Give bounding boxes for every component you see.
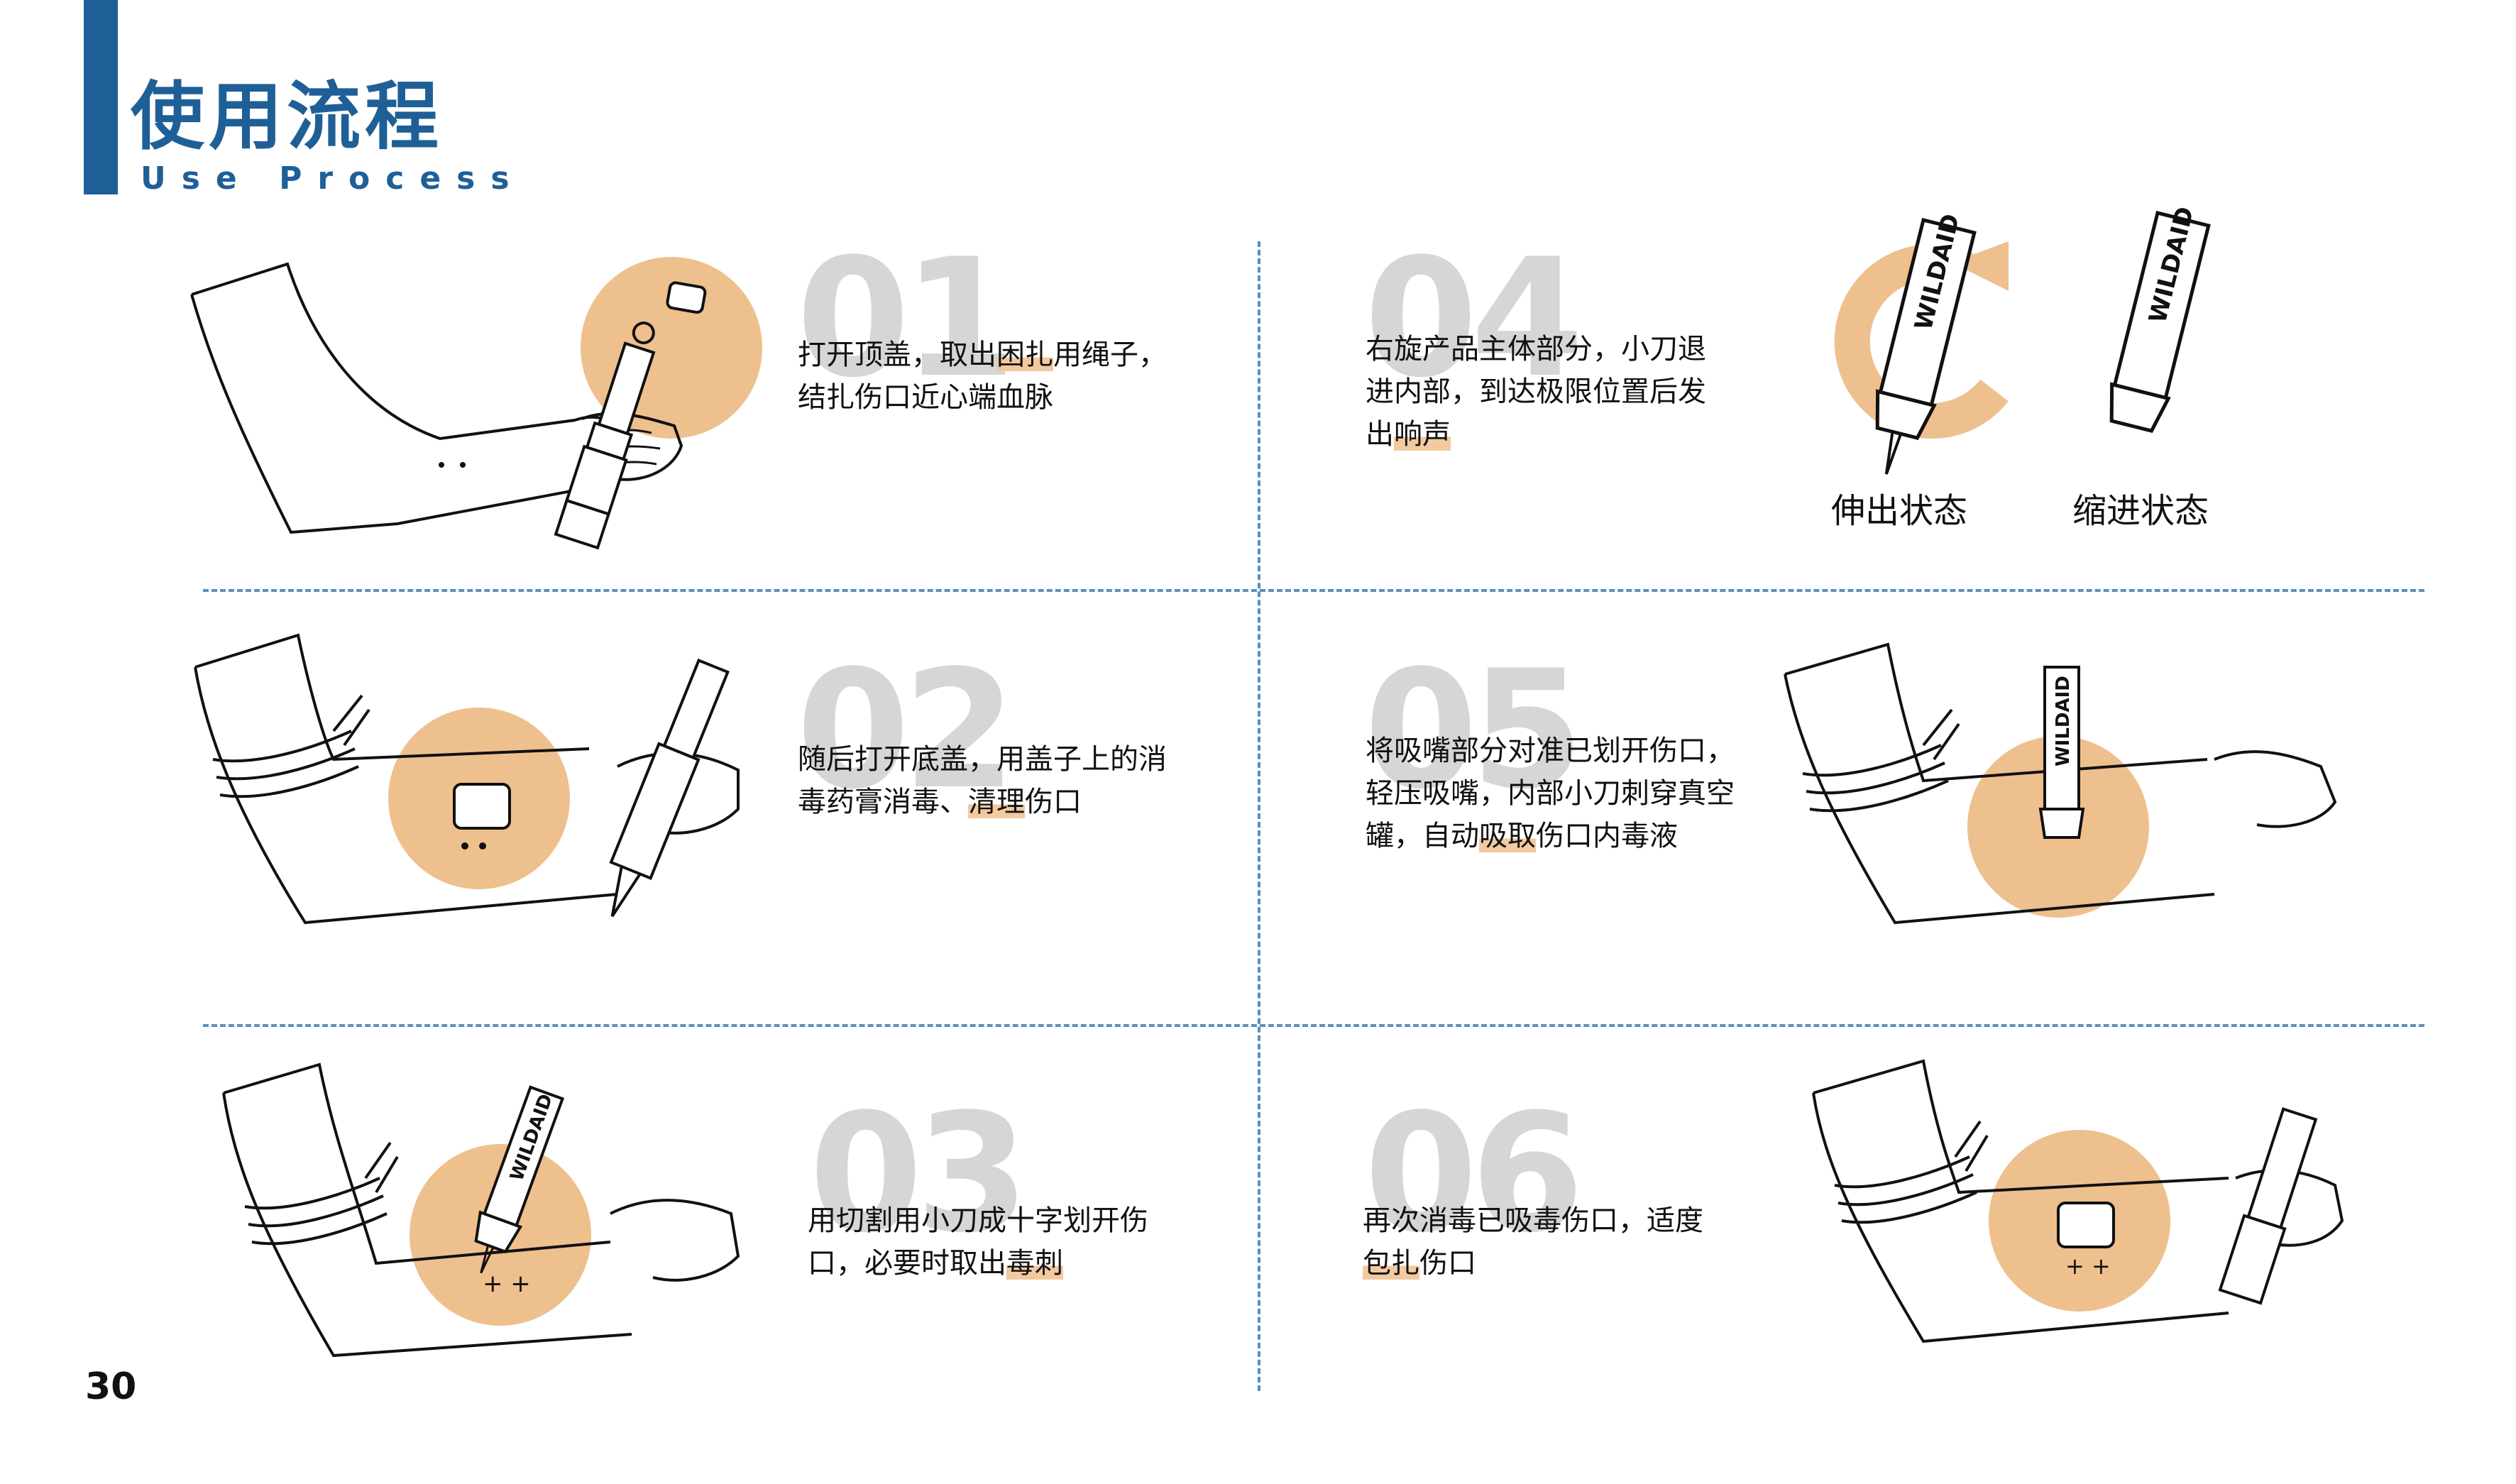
state-label-extended: 伸出状态 bbox=[1831, 491, 1968, 531]
wildaid-device-retracted: WILDAID bbox=[2109, 204, 2211, 433]
step-number-04: 04 bbox=[1364, 224, 1584, 414]
title-accent-bar bbox=[84, 0, 118, 194]
highlighted-keyword: 包扎 bbox=[1363, 1247, 1419, 1280]
highlighted-keyword: 清理 bbox=[968, 786, 1025, 818]
wildaid-device: WILDAID bbox=[2038, 666, 2085, 839]
page-title: 使用流程 bbox=[131, 73, 444, 160]
step-number-03: 03 bbox=[809, 1079, 1029, 1269]
step-number-06: 06 bbox=[1364, 1079, 1584, 1269]
tourniquet-rope bbox=[1834, 1120, 1989, 1224]
highlighted-keyword: 响声 bbox=[1394, 418, 1451, 451]
step-text-segment: 轻压吸嘴，内部小刀刺穿真空 bbox=[1366, 777, 1735, 810]
step-text-segment: 口，必要时取出 bbox=[808, 1247, 1006, 1280]
step-text-segment: 打开顶盖，取出 bbox=[798, 339, 996, 371]
step-text-03: 用切割用小刀成十字划开伤口，必要时取出毒刺 bbox=[808, 1199, 1205, 1285]
bandage-icon bbox=[2057, 1202, 2115, 1248]
page-number: 30 bbox=[85, 1365, 137, 1408]
step-text-06: 再次消毒已吸毒伤口，适度包扎伤口 bbox=[1363, 1199, 1760, 1285]
step-04-illustration: WILDAID WILDAID bbox=[1817, 204, 2257, 497]
step-number-01: 01 bbox=[796, 224, 1016, 414]
step-text-segment: 伤口 bbox=[1419, 1247, 1476, 1280]
step-text-segment: 用绳子， bbox=[1053, 339, 1167, 371]
svg-text:WILDAID: WILDAID bbox=[2053, 676, 2074, 766]
wildaid-device bbox=[554, 321, 656, 550]
page-subtitle: Use Process bbox=[141, 160, 525, 197]
step-05-illustration: WILDAID bbox=[1781, 639, 2349, 937]
step-text-segment: 出 bbox=[1366, 418, 1394, 451]
step-text-segment: 再次消毒已吸毒伤口，适度 bbox=[1363, 1204, 1703, 1237]
step-text-01: 打开顶盖，取出困扎用绳子，结扎伤口近心端血脉 bbox=[798, 334, 1195, 419]
step-number-02: 02 bbox=[796, 636, 1016, 825]
step-text-segment: 伤口 bbox=[1025, 786, 1082, 818]
step-text-segment: 进内部，到达极限位置后发 bbox=[1366, 375, 1706, 408]
wildaid-device bbox=[2218, 1107, 2318, 1305]
step-text-05: 将吸嘴部分对准已划开伤口， 轻压吸嘴，内部小刀刺穿真空罐，自动吸取伤口内毒液 bbox=[1366, 730, 1763, 857]
step-number-05: 05 bbox=[1364, 636, 1584, 825]
tourniquet-rope bbox=[1802, 708, 1960, 813]
svg-text:+ +: + + bbox=[2065, 1253, 2111, 1280]
svg-text:+ +: + + bbox=[483, 1270, 531, 1298]
step-text-04: 右旋产品主体部分，小刀退进内部，到达极限位置后发出响声 bbox=[1366, 328, 1763, 456]
step-01-illustration bbox=[185, 255, 795, 582]
step-text-segment: 伤口内毒液 bbox=[1536, 820, 1678, 852]
step-text-segment: 结扎伤口近心端血脉 bbox=[798, 381, 1053, 414]
wildaid-device-extended: WILDAID bbox=[1875, 211, 1977, 475]
state-label-retracted: 缩进状态 bbox=[2072, 491, 2209, 531]
step-text-segment: 毒药膏消毒、 bbox=[798, 786, 968, 818]
highlighted-keyword: 困扎 bbox=[996, 339, 1053, 371]
step-03-illustration: WILDAID + + bbox=[213, 1050, 767, 1377]
highlighted-keyword: 吸取 bbox=[1479, 820, 1536, 852]
step-text-segment: 右旋产品主体部分，小刀退 bbox=[1366, 333, 1706, 365]
row-divider-2 bbox=[203, 1024, 2424, 1027]
step-text-segment: 用切割用小刀成十字划开伤 bbox=[808, 1204, 1148, 1237]
row-divider-1 bbox=[203, 589, 2424, 592]
highlighted-keyword: 毒刺 bbox=[1006, 1247, 1063, 1280]
tourniquet-rope bbox=[244, 1141, 399, 1246]
bandage-icon bbox=[453, 783, 511, 830]
step-02-illustration bbox=[192, 625, 759, 958]
step-text-segment: 罐，自动 bbox=[1366, 820, 1479, 852]
column-divider bbox=[1258, 241, 1260, 1391]
step-06-illustration: + + bbox=[1803, 1050, 2371, 1363]
wildaid-device bbox=[609, 658, 730, 918]
step-text-segment: 随后打开底盖，用盖子上的消 bbox=[798, 743, 1167, 776]
step-text-segment: 将吸嘴部分对准已划开伤口， bbox=[1366, 735, 1735, 767]
tourniquet-rope bbox=[212, 694, 370, 798]
step-text-02: 随后打开底盖，用盖子上的消毒药膏消毒、清理伤口 bbox=[798, 738, 1195, 823]
